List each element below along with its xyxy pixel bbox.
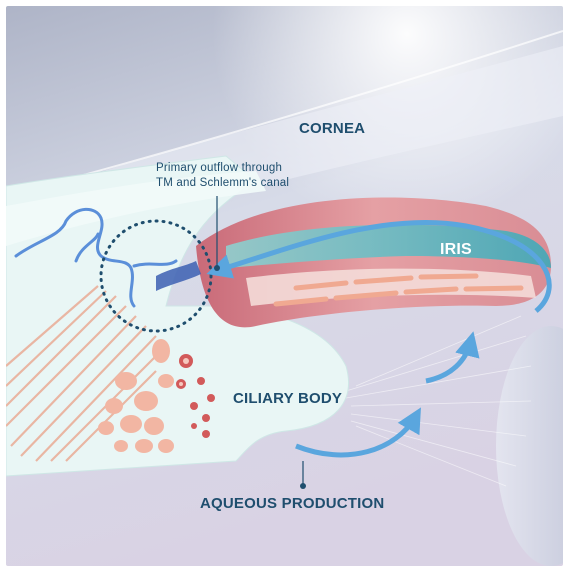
primary-outflow-label-line1: Primary outflow through <box>156 162 282 174</box>
cornea-label: CORNEA <box>299 120 365 137</box>
ciliary-body-label: CILIARY BODY <box>233 390 342 407</box>
anatomy-illustration: CORNEA IRIS CILIARY BODY AQUEOUS PRODUCT… <box>6 6 563 566</box>
outflow-leader-dot <box>214 265 220 271</box>
eye-anatomy-diagram: CORNEA IRIS CILIARY BODY AQUEOUS PRODUCT… <box>6 6 563 566</box>
aqueous-leader-dot <box>300 483 306 489</box>
iris-label: IRIS <box>440 241 472 258</box>
aqueous-production-label: AQUEOUS PRODUCTION <box>200 495 384 512</box>
primary-outflow-label-line2: TM and Schlemm's canal <box>156 177 289 189</box>
